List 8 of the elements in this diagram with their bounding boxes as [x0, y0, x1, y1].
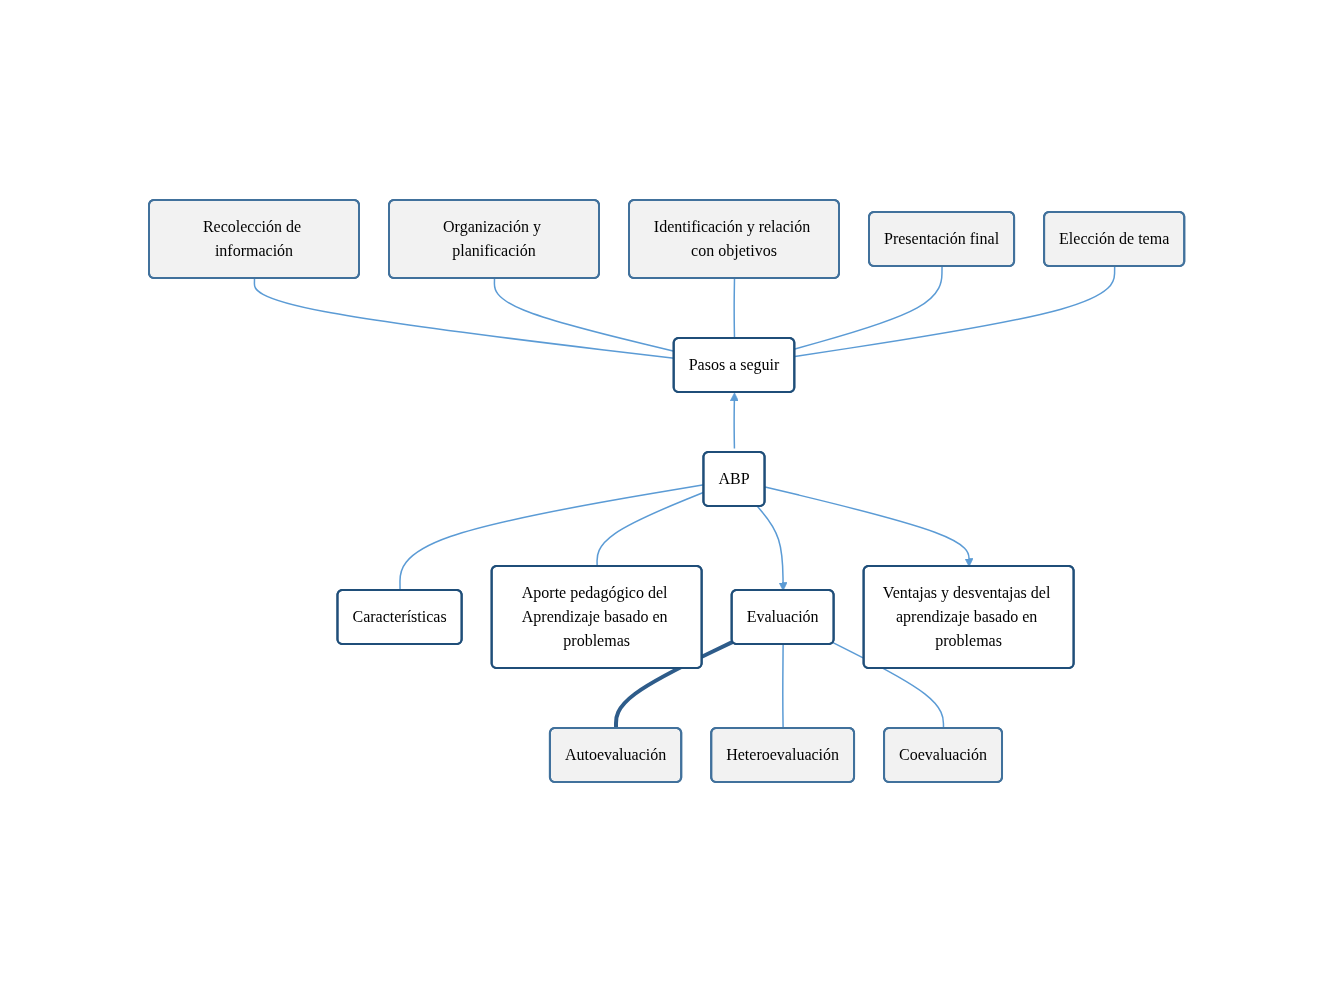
connector [794, 265, 1116, 358]
arrow [757, 505, 788, 591]
connector [794, 265, 944, 350]
arrow [764, 486, 974, 567]
connector [782, 643, 785, 730]
arrow [730, 392, 740, 450]
connector [614, 640, 734, 729]
connector [733, 277, 736, 340]
